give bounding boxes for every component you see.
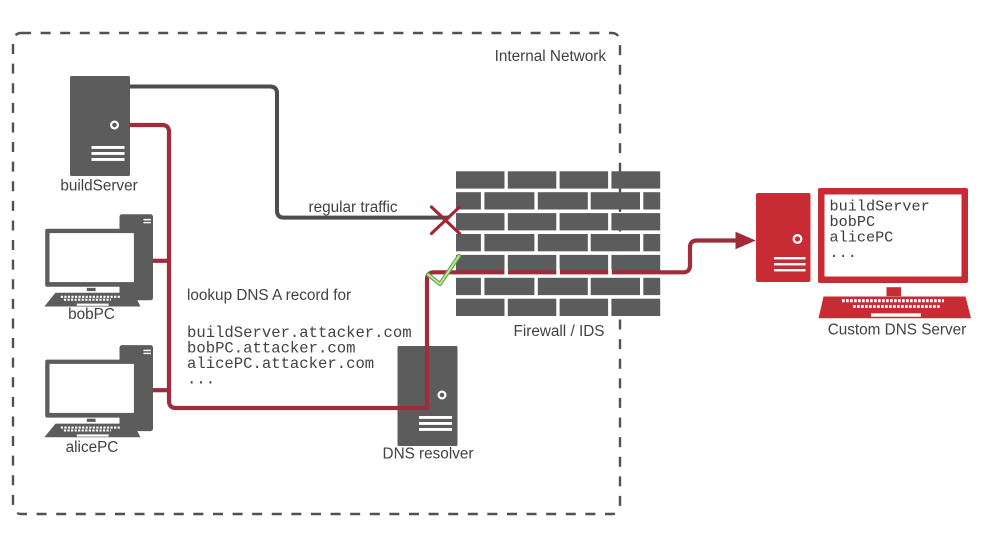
svg-text:Firewall / IDS: Firewall / IDS — [514, 323, 605, 340]
svg-text:Custom DNS Server: Custom DNS Server — [828, 322, 967, 339]
svg-text:buildServer: buildServer — [60, 178, 137, 195]
svg-text:DNS resolver: DNS resolver — [383, 446, 474, 463]
svg-text:...: ... — [187, 371, 215, 389]
svg-text:bobPC: bobPC — [830, 213, 876, 231]
svg-text:alicePC.attacker.com: alicePC.attacker.com — [187, 355, 374, 373]
svg-text:alicePC: alicePC — [66, 439, 119, 456]
svg-text:lookup DNS A record for: lookup DNS A record for — [187, 287, 351, 304]
svg-text:regular traffic: regular traffic — [309, 199, 398, 216]
svg-text:bobPC: bobPC — [68, 306, 115, 323]
svg-text:buildServer.attacker.com: buildServer.attacker.com — [187, 324, 412, 342]
svg-text:alicePC: alicePC — [830, 229, 894, 247]
svg-text:Internal Network: Internal Network — [495, 48, 607, 65]
svg-text:bobPC.attacker.com: bobPC.attacker.com — [187, 340, 355, 358]
svg-text:buildServer: buildServer — [830, 198, 930, 216]
svg-text:...: ... — [830, 244, 857, 262]
